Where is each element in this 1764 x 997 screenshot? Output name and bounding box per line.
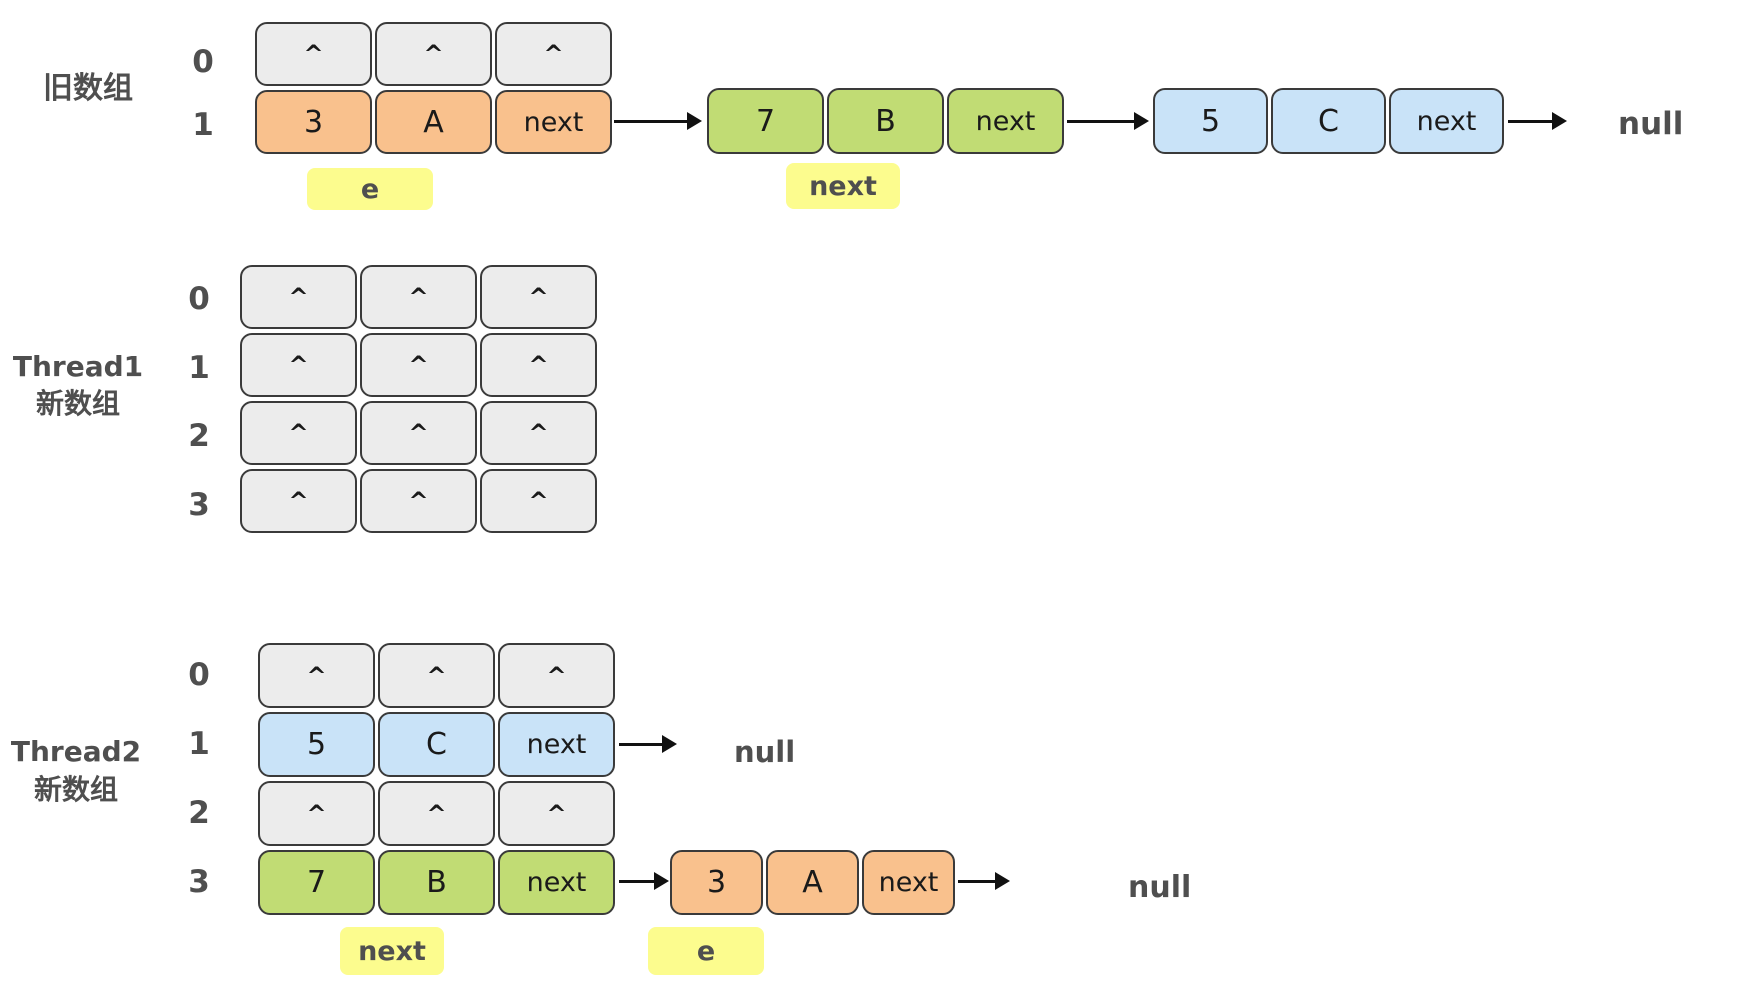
old-array-index-1: 1 <box>192 107 214 143</box>
arrow-node-a-to-node-b <box>614 112 702 130</box>
node-c-key-cell: C <box>1271 88 1386 154</box>
node-b: 7 B next <box>707 88 1064 154</box>
thread2-slot-2-0: ^ <box>258 781 375 846</box>
node-a-next-cell: next <box>495 90 612 154</box>
thread1-slot-3-0: ^ <box>240 469 357 533</box>
thread2-row3-null: null <box>1128 870 1192 905</box>
old-array-slot-0-2: ^ <box>495 22 612 86</box>
thread2-node-b-key-cell: B <box>378 850 495 915</box>
thread2-slot-0-1: ^ <box>378 643 495 708</box>
thread1-slot-2-0: ^ <box>240 401 357 465</box>
thread2-index-1: 1 <box>188 726 210 762</box>
thread2-slot-0-0: ^ <box>258 643 375 708</box>
pointer-e-label: e <box>307 168 433 210</box>
thread2-slot-2-1: ^ <box>378 781 495 846</box>
node-a-hash-cell: 3 <box>255 90 372 154</box>
thread1-index-1: 1 <box>188 350 210 386</box>
thread1-slot-1-0: ^ <box>240 333 357 397</box>
thread2-slot-2-2: ^ <box>498 781 615 846</box>
node-a-key-cell: A <box>375 90 492 154</box>
thread1-slot-0-0: ^ <box>240 265 357 329</box>
thread1-slot-2-2: ^ <box>480 401 597 465</box>
old-array-slot-0-0: ^ <box>255 22 372 86</box>
arrow-node-c-to-null <box>1508 112 1567 130</box>
thread2-node-b-next-cell: next <box>498 850 615 915</box>
thread2-node-a-next-cell: next <box>862 850 955 915</box>
thread2-slot-0-2: ^ <box>498 643 615 708</box>
old-array-index-0: 0 <box>192 44 214 80</box>
thread1-index-3: 3 <box>188 487 210 523</box>
thread2-index-0: 0 <box>188 657 210 693</box>
thread2-node-a-key-cell: A <box>766 850 859 915</box>
thread2-title-line2: 新数组 <box>33 773 118 806</box>
arrow-node-b-to-node-c <box>1067 112 1149 130</box>
thread1-slot-2-1: ^ <box>360 401 477 465</box>
thread1-index-2: 2 <box>188 418 210 454</box>
thread2-node-c-key-cell: C <box>378 712 495 777</box>
arrow-thread2-row3-to-node-a <box>619 872 669 890</box>
pointer-next-label: next <box>786 163 900 209</box>
thread2-index-3: 3 <box>188 864 210 900</box>
arrow-node-a-to-null <box>958 872 1010 890</box>
thread2-pointer-e-label: e <box>648 927 764 975</box>
node-b-next-cell: next <box>947 88 1064 154</box>
thread1-title-line1: Thread1 <box>12 350 144 383</box>
thread2-index-2: 2 <box>188 795 210 831</box>
thread2-node-a: 3 A next <box>670 850 955 915</box>
thread2-node-b-hash-cell: 7 <box>258 850 375 915</box>
arrow-thread2-row1-to-null <box>619 735 677 753</box>
old-array-title: 旧数组 <box>43 71 133 106</box>
thread1-title-line2: 新数组 <box>35 387 120 420</box>
node-c-next-cell: next <box>1389 88 1504 154</box>
thread2-node-a-hash-cell: 3 <box>670 850 763 915</box>
node-b-key-cell: B <box>827 88 944 154</box>
old-array-grid: ^ ^ ^ 3 A next <box>255 22 612 154</box>
node-c: 5 C next <box>1153 88 1504 154</box>
thread1-array-title: Thread1 新数组 <box>8 348 148 422</box>
thread1-slot-0-2: ^ <box>480 265 597 329</box>
thread2-row1-null: null <box>734 735 796 769</box>
thread2-pointer-next-label: next <box>340 927 444 975</box>
thread2-node-c-hash-cell: 5 <box>258 712 375 777</box>
thread1-slot-3-1: ^ <box>360 469 477 533</box>
thread1-slot-3-2: ^ <box>480 469 597 533</box>
thread2-array-grid: ^ ^ ^ 5 C next ^ ^ ^ 7 B next <box>258 643 615 915</box>
thread2-node-c-next-cell: next <box>498 712 615 777</box>
thread2-title-line1: Thread2 <box>10 735 142 768</box>
node-c-hash-cell: 5 <box>1153 88 1268 154</box>
thread1-slot-1-1: ^ <box>360 333 477 397</box>
thread1-array-grid: ^ ^ ^ ^ ^ ^ ^ ^ ^ ^ ^ ^ <box>240 265 597 533</box>
thread1-slot-1-2: ^ <box>480 333 597 397</box>
node-b-hash-cell: 7 <box>707 88 824 154</box>
thread1-slot-0-1: ^ <box>360 265 477 329</box>
thread1-index-0: 0 <box>188 281 210 317</box>
old-array-slot-0-1: ^ <box>375 22 492 86</box>
thread2-array-title: Thread2 新数组 <box>5 733 147 809</box>
old-chain-null: null <box>1618 106 1684 142</box>
